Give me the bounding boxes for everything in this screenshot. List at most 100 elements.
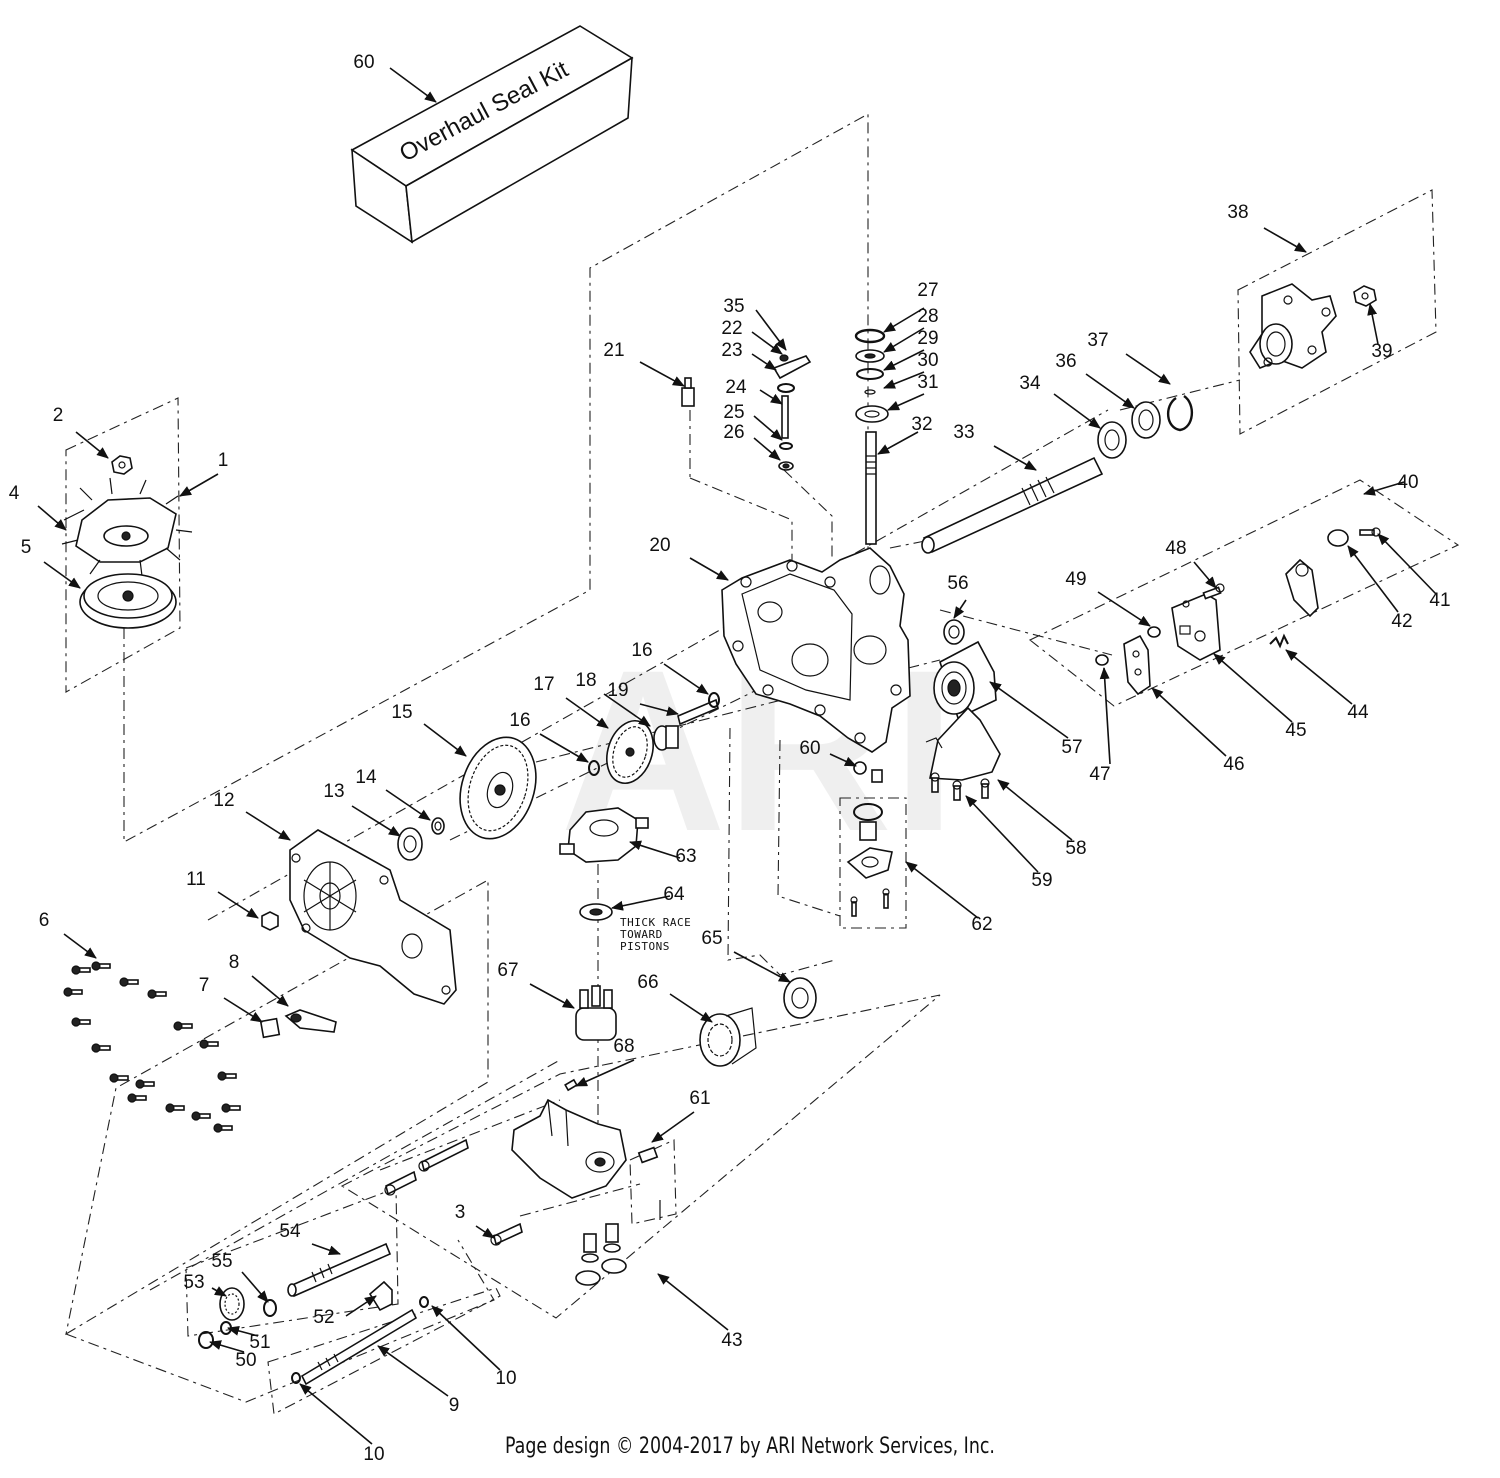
callout-52: 52 <box>313 1307 334 1328</box>
callout-53: 53 <box>183 1272 204 1293</box>
spring <box>1269 633 1289 649</box>
leader-arrow-8 <box>251 975 289 1007</box>
cover-bolt <box>91 1043 111 1053</box>
pump-input-shaft <box>287 1242 392 1298</box>
thrust-bearing <box>579 903 613 921</box>
callout-24: 24 <box>725 377 747 398</box>
leader-arrow-49 <box>1097 591 1151 627</box>
callout-56: 56 <box>947 573 968 594</box>
leader-arrow-6 <box>63 933 97 959</box>
leader-arrow-65 <box>733 951 791 983</box>
leader-arrow-67 <box>529 983 575 1009</box>
cover-bolt <box>127 1093 147 1103</box>
leader-arrow-40 <box>1363 481 1405 496</box>
callout-36: 36 <box>1055 351 1076 372</box>
callout-19: 19 <box>607 680 628 701</box>
thrust-washers <box>588 692 720 776</box>
guard-screws <box>930 772 990 801</box>
leader-arrow-60 <box>389 67 437 103</box>
callout-11: 11 <box>186 869 206 890</box>
leader-arrow-38 <box>1263 227 1307 253</box>
callout-39: 39 <box>1371 341 1392 362</box>
callout-50: 50 <box>235 1350 256 1371</box>
wheel-hub <box>1249 283 1337 369</box>
cover-bolt <box>213 1123 233 1133</box>
hub-nut <box>1353 285 1377 307</box>
leader-arrow-17 <box>565 697 609 729</box>
callout-30: 30 <box>917 350 938 371</box>
leader-arrow-63 <box>629 840 681 859</box>
note-line-3: PISTONS <box>620 940 670 953</box>
center-section <box>511 1098 627 1199</box>
callout-67: 67 <box>497 960 518 981</box>
fan-nut <box>111 455 133 475</box>
leader-arrow-9 <box>377 1345 449 1397</box>
leader-arrow-50 <box>209 1340 245 1353</box>
cover-bolt <box>135 1079 155 1089</box>
callout-2: 2 <box>53 405 64 426</box>
callout-38: 38 <box>1227 202 1248 223</box>
cover-bolt <box>91 961 111 971</box>
oil-seal <box>943 619 965 645</box>
callout-8: 8 <box>229 952 240 973</box>
callout-34: 34 <box>1019 373 1041 394</box>
callout-60: 60 <box>799 738 820 759</box>
side-cover <box>289 829 457 1005</box>
leader-arrow-30 <box>883 371 925 389</box>
callout-23: 23 <box>721 340 742 361</box>
callout-33: 33 <box>953 422 974 443</box>
callout-16: 16 <box>509 710 530 731</box>
callout-37: 37 <box>1087 330 1108 351</box>
leader-arrow-36 <box>1085 373 1135 409</box>
axle-bearing-outer <box>1131 401 1161 439</box>
control-arm <box>284 1009 337 1033</box>
leader-arrow-7 <box>223 997 263 1023</box>
callout-49: 49 <box>1065 569 1086 590</box>
cover-bolt <box>221 1103 241 1113</box>
callout-65: 65 <box>701 928 722 949</box>
leader-arrow-45 <box>1213 653 1293 723</box>
leader-arrow-14 <box>385 789 431 821</box>
cover-bolt <box>165 1103 185 1113</box>
callout-29: 29 <box>917 328 938 349</box>
leader-arrow-1 <box>179 473 219 497</box>
cooling-fan <box>61 477 193 577</box>
leader-arrow-59 <box>965 795 1039 873</box>
callout-58: 58 <box>1065 838 1086 859</box>
callout-18: 18 <box>575 670 596 691</box>
leader-arrow-57 <box>989 681 1069 739</box>
leader-arrow-11 <box>217 891 259 919</box>
leader-arrow-15 <box>423 723 467 757</box>
overhaul-seal-kit-box: Overhaul Seal Kit <box>350 25 634 244</box>
leader-arrow-54 <box>311 1243 341 1256</box>
axle-bearing <box>1097 421 1127 459</box>
callout-43: 43 <box>721 1330 742 1351</box>
brake-gear <box>219 1287 245 1321</box>
callout-10: 10 <box>495 1368 516 1389</box>
leader-arrow-52 <box>345 1295 377 1317</box>
callout-4: 4 <box>9 483 20 504</box>
motor-cylinder-block <box>699 1007 757 1067</box>
drive-pulley <box>79 573 177 629</box>
leader-arrow-53 <box>211 1286 227 1297</box>
leader-arrow-3 <box>475 1225 495 1239</box>
grease-fitting <box>681 377 695 407</box>
callout-63: 63 <box>675 846 696 867</box>
callout-7: 7 <box>199 975 210 996</box>
relief-valve <box>637 1146 661 1220</box>
callout-44: 44 <box>1347 702 1369 723</box>
callout-48: 48 <box>1165 538 1186 559</box>
pin <box>564 1078 578 1092</box>
callout-5: 5 <box>21 537 32 558</box>
control-shaft-parts <box>772 354 812 471</box>
callout-12: 12 <box>213 790 234 811</box>
leader-arrow-34 <box>1053 393 1101 429</box>
leader-arrow-19 <box>639 703 679 717</box>
leader-arrow-10 <box>431 1305 501 1371</box>
callout-68: 68 <box>613 1036 634 1057</box>
callout-45: 45 <box>1285 720 1306 741</box>
leader-arrow-13 <box>351 805 401 837</box>
leader-arrow-58 <box>997 779 1073 841</box>
bracket <box>1123 634 1151 696</box>
cover-bolts <box>63 961 241 1133</box>
